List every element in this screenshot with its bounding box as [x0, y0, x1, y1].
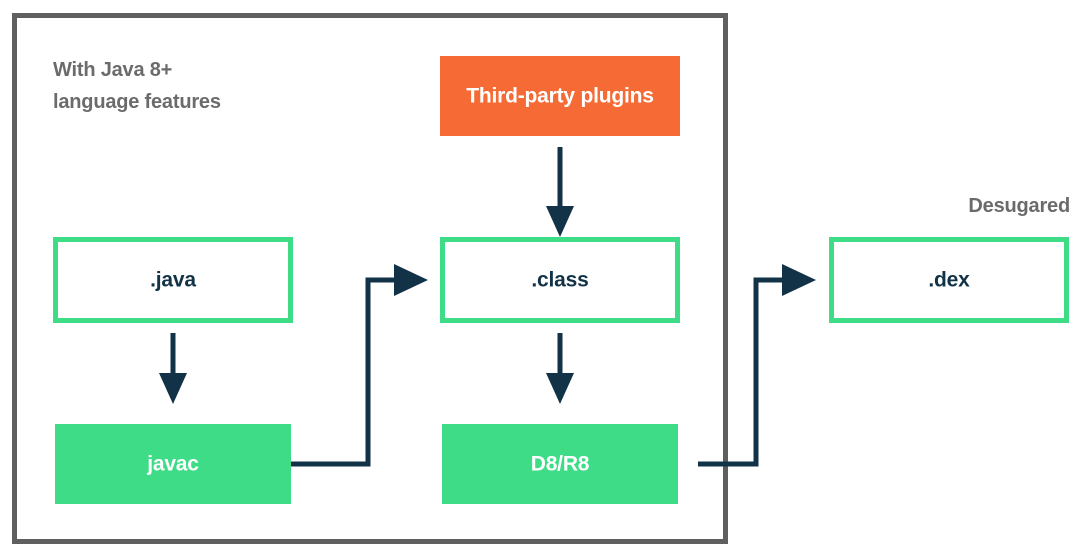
- node-class-files[interactable]: .class: [440, 237, 680, 323]
- node-class-files-shape: [440, 237, 680, 323]
- node-java-source[interactable]: .java: [53, 237, 293, 323]
- node-java-source-label: .java: [150, 269, 196, 292]
- edge-d8r8-to-dex-path: [698, 277, 791, 467]
- node-dex-files[interactable]: .dex: [829, 237, 1069, 323]
- edge-plugins-to-class-arrowhead: [546, 206, 574, 237]
- node-class-files-label: .class: [531, 269, 588, 292]
- node-javac[interactable]: javac: [55, 424, 291, 504]
- edge-javac-to-class-arrowhead: [394, 264, 428, 296]
- node-dex-files-shape: [829, 237, 1069, 323]
- edge-class-to-d8r8: [546, 333, 574, 404]
- node-java-source-shape: [53, 237, 293, 323]
- node-third-party-plugins[interactable]: Third-party plugins: [440, 56, 680, 136]
- node-d8r8[interactable]: D8/R8: [442, 424, 678, 504]
- desugared-annotation: Desugared: [968, 195, 1070, 217]
- node-third-party-plugins-shape: [440, 56, 680, 136]
- group-annotation-line1: With Java 8+: [53, 59, 172, 81]
- edge-d8r8-to-dex-arrowhead: [782, 264, 816, 296]
- node-d8r8-label: D8/R8: [531, 453, 590, 476]
- node-javac-shape: [55, 424, 291, 504]
- edge-javac-to-class: [291, 264, 428, 467]
- node-third-party-plugins-label: Third-party plugins: [466, 85, 654, 108]
- edge-class-to-d8r8-arrowhead: [546, 373, 574, 404]
- node-javac-label: javac: [146, 453, 199, 476]
- node-d8r8-shape: [442, 424, 678, 504]
- group-annotation-line2: language features: [53, 91, 221, 113]
- edge-plugins-to-class: [546, 147, 574, 237]
- edge-java-to-javac-arrowhead: [159, 373, 187, 404]
- build-group-frame: [12, 13, 728, 544]
- edge-d8r8-to-dex: [698, 264, 816, 467]
- edge-java-to-javac: [159, 333, 187, 404]
- node-dex-files-label: .dex: [928, 269, 970, 292]
- edge-javac-to-class-path: [291, 277, 403, 467]
